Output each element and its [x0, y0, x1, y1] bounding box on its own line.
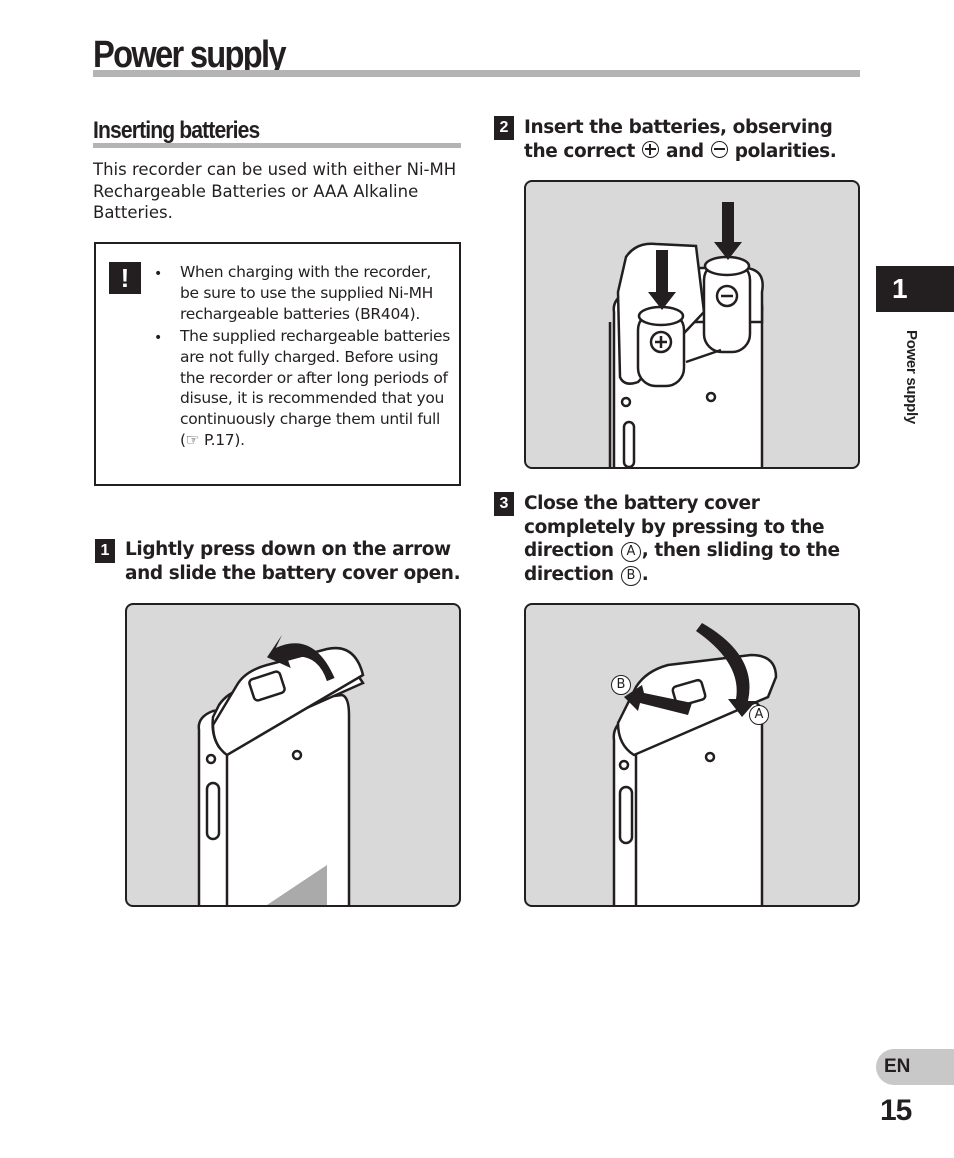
caution-icon: !	[109, 262, 141, 294]
direction-b-label: B	[620, 565, 641, 586]
bullet-icon: •	[154, 266, 163, 282]
figure-label-b: B	[611, 675, 631, 695]
step-number: 3	[494, 492, 514, 516]
bullet-icon: •	[154, 330, 163, 346]
step-number: 2	[494, 116, 514, 140]
negative-polarity-icon	[710, 140, 728, 158]
chapter-label: Power supply	[903, 330, 920, 424]
intro-paragraph: This recorder can be used with either Ni…	[93, 160, 457, 222]
step-2-text: Insert the batteries, observing the corr…	[524, 117, 837, 162]
figure-open-cover	[125, 603, 461, 907]
page-title: Power supply	[93, 34, 287, 76]
positive-polarity-icon	[641, 140, 659, 158]
language-tab: EN	[876, 1049, 954, 1085]
caution-item: When charging with the recorder, be sure…	[180, 263, 434, 323]
section-title: Inserting batteries	[93, 117, 260, 144]
step-number: 1	[95, 539, 115, 563]
title-rule	[93, 70, 860, 77]
figure-insert-batteries	[524, 180, 860, 469]
figure-close-cover: B A	[524, 603, 860, 907]
step-1-text: Lightly press down on the arrow and slid…	[125, 539, 461, 584]
caution-item: The supplied rechargeable batteries are …	[180, 327, 451, 449]
caution-box: ! • When charging with the recorder, be …	[94, 242, 461, 486]
section-rule	[93, 143, 461, 148]
figure-label-a: A	[749, 705, 769, 725]
step-3-text: Close the battery cover completely by pr…	[524, 493, 840, 586]
chapter-tab: 1	[876, 266, 954, 312]
direction-a-label: A	[620, 542, 641, 562]
page-number: 15	[880, 1094, 912, 1127]
